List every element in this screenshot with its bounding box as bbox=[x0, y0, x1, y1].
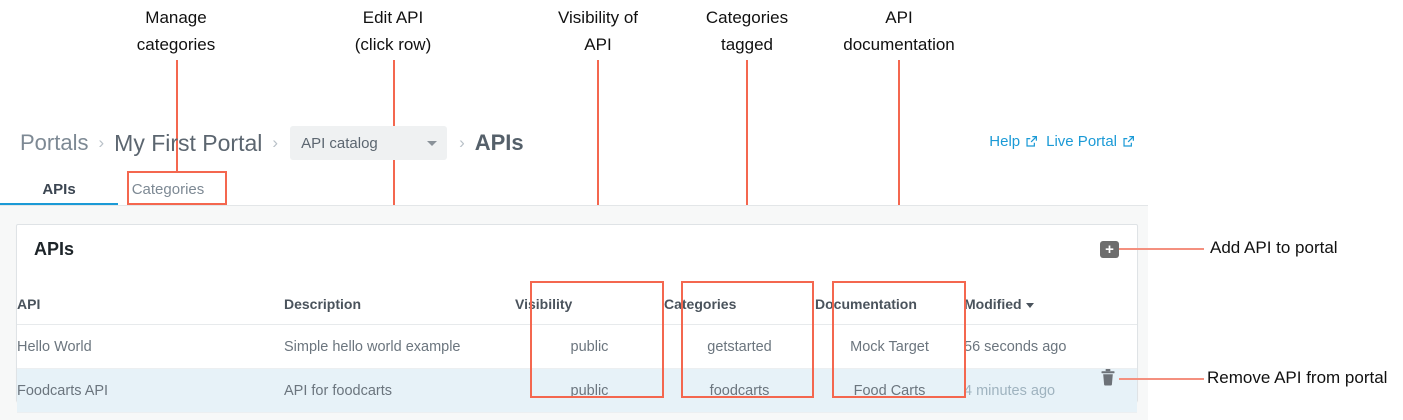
annotation-add-api-to-portal: Add API to portal bbox=[1210, 238, 1338, 257]
cell-visibility: public bbox=[515, 324, 664, 369]
column-header-categories[interactable]: Categories bbox=[664, 284, 815, 325]
external-link-icon bbox=[1122, 135, 1135, 148]
tab-apis-label: APIs bbox=[42, 180, 76, 198]
column-header-modified[interactable]: Modified bbox=[964, 284, 1137, 325]
annotation-line-remove-api bbox=[1119, 378, 1204, 380]
annotation-line-visibility bbox=[597, 60, 599, 281]
cell-description: Simple hello world example bbox=[284, 324, 515, 369]
cell-api: Hello World bbox=[17, 324, 284, 369]
cell-categories: foodcarts bbox=[664, 368, 815, 413]
annotation-line-manage-categories bbox=[176, 60, 178, 171]
annotation-remove-api-from-portal: Remove API from portal bbox=[1207, 368, 1388, 387]
top-links: Help Live Portal bbox=[989, 133, 1135, 150]
breadcrumb-portals[interactable]: Portals bbox=[20, 130, 89, 155]
tab-apis[interactable]: APIs bbox=[0, 172, 118, 206]
breadcrumb-catalog-select[interactable]: API catalog bbox=[290, 126, 448, 160]
table-row[interactable]: Foodcarts API API for foodcarts public f… bbox=[17, 368, 1137, 413]
annotation-manage-categories: Manage categories bbox=[136, 8, 216, 54]
remove-api-button[interactable] bbox=[1099, 368, 1117, 388]
annotation-line-categories bbox=[746, 60, 748, 281]
help-link[interactable]: Help bbox=[989, 133, 1038, 150]
cell-modified: 4 minutes ago bbox=[964, 368, 1137, 413]
column-header-documentation[interactable]: Documentation bbox=[815, 284, 964, 325]
table-row[interactable]: Hello World Simple hello world example p… bbox=[17, 324, 1137, 369]
cell-description: API for foodcarts bbox=[284, 368, 515, 413]
cell-documentation: Mock Target bbox=[815, 324, 964, 369]
tab-categories[interactable]: Categories bbox=[118, 172, 218, 206]
column-header-modified-label: Modified bbox=[964, 296, 1022, 312]
breadcrumb-separator-icon: › bbox=[459, 133, 465, 152]
annotation-line-add-api bbox=[1119, 248, 1204, 250]
live-portal-link-label: Live Portal bbox=[1046, 133, 1117, 150]
table-header-row: API Description Visibility Categories Do… bbox=[17, 284, 1137, 325]
sort-descending-icon bbox=[1025, 302, 1034, 308]
breadcrumb-catalog-value: API catalog bbox=[301, 134, 378, 152]
cell-documentation: Food Carts bbox=[815, 368, 964, 413]
live-portal-link[interactable]: Live Portal bbox=[1046, 133, 1135, 150]
breadcrumb-my-first-portal[interactable]: My First Portal bbox=[114, 129, 263, 156]
tab-bar: APIs Categories bbox=[0, 171, 218, 206]
external-link-icon bbox=[1025, 135, 1038, 148]
cell-modified: 56 seconds ago bbox=[964, 324, 1137, 369]
annotation-visibility-of-api: Visibility of API bbox=[558, 8, 638, 54]
tab-active-underline bbox=[0, 203, 118, 206]
cell-visibility: public bbox=[515, 368, 664, 413]
card-title: APIs bbox=[34, 239, 75, 259]
column-header-description[interactable]: Description bbox=[284, 284, 515, 325]
apis-table: API Description Visibility Categories Do… bbox=[17, 284, 1137, 413]
annotation-categories-tagged: Categories tagged bbox=[705, 8, 789, 54]
cell-categories: getstarted bbox=[664, 324, 815, 369]
add-api-button[interactable]: + bbox=[1100, 241, 1119, 258]
cell-api: Foodcarts API bbox=[17, 368, 284, 413]
breadcrumb: Portals › My First Portal › API catalog … bbox=[20, 126, 524, 160]
cell-modified-value: 4 minutes ago bbox=[964, 382, 1056, 399]
chevron-down-icon bbox=[427, 140, 438, 146]
plus-icon: + bbox=[1105, 240, 1114, 258]
breadcrumb-separator-icon: › bbox=[272, 133, 279, 152]
annotation-api-documentation: API documentation bbox=[843, 8, 955, 54]
annotation-line-documentation bbox=[898, 60, 900, 281]
column-header-visibility[interactable]: Visibility bbox=[515, 284, 664, 325]
breadcrumb-current-apis: APIs bbox=[474, 130, 524, 155]
help-link-label: Help bbox=[989, 133, 1021, 150]
column-header-api[interactable]: API bbox=[17, 284, 284, 325]
tab-categories-label: Categories bbox=[131, 180, 205, 198]
annotation-edit-api: Edit API (click row) bbox=[354, 8, 432, 54]
breadcrumb-separator-icon: › bbox=[98, 133, 105, 152]
